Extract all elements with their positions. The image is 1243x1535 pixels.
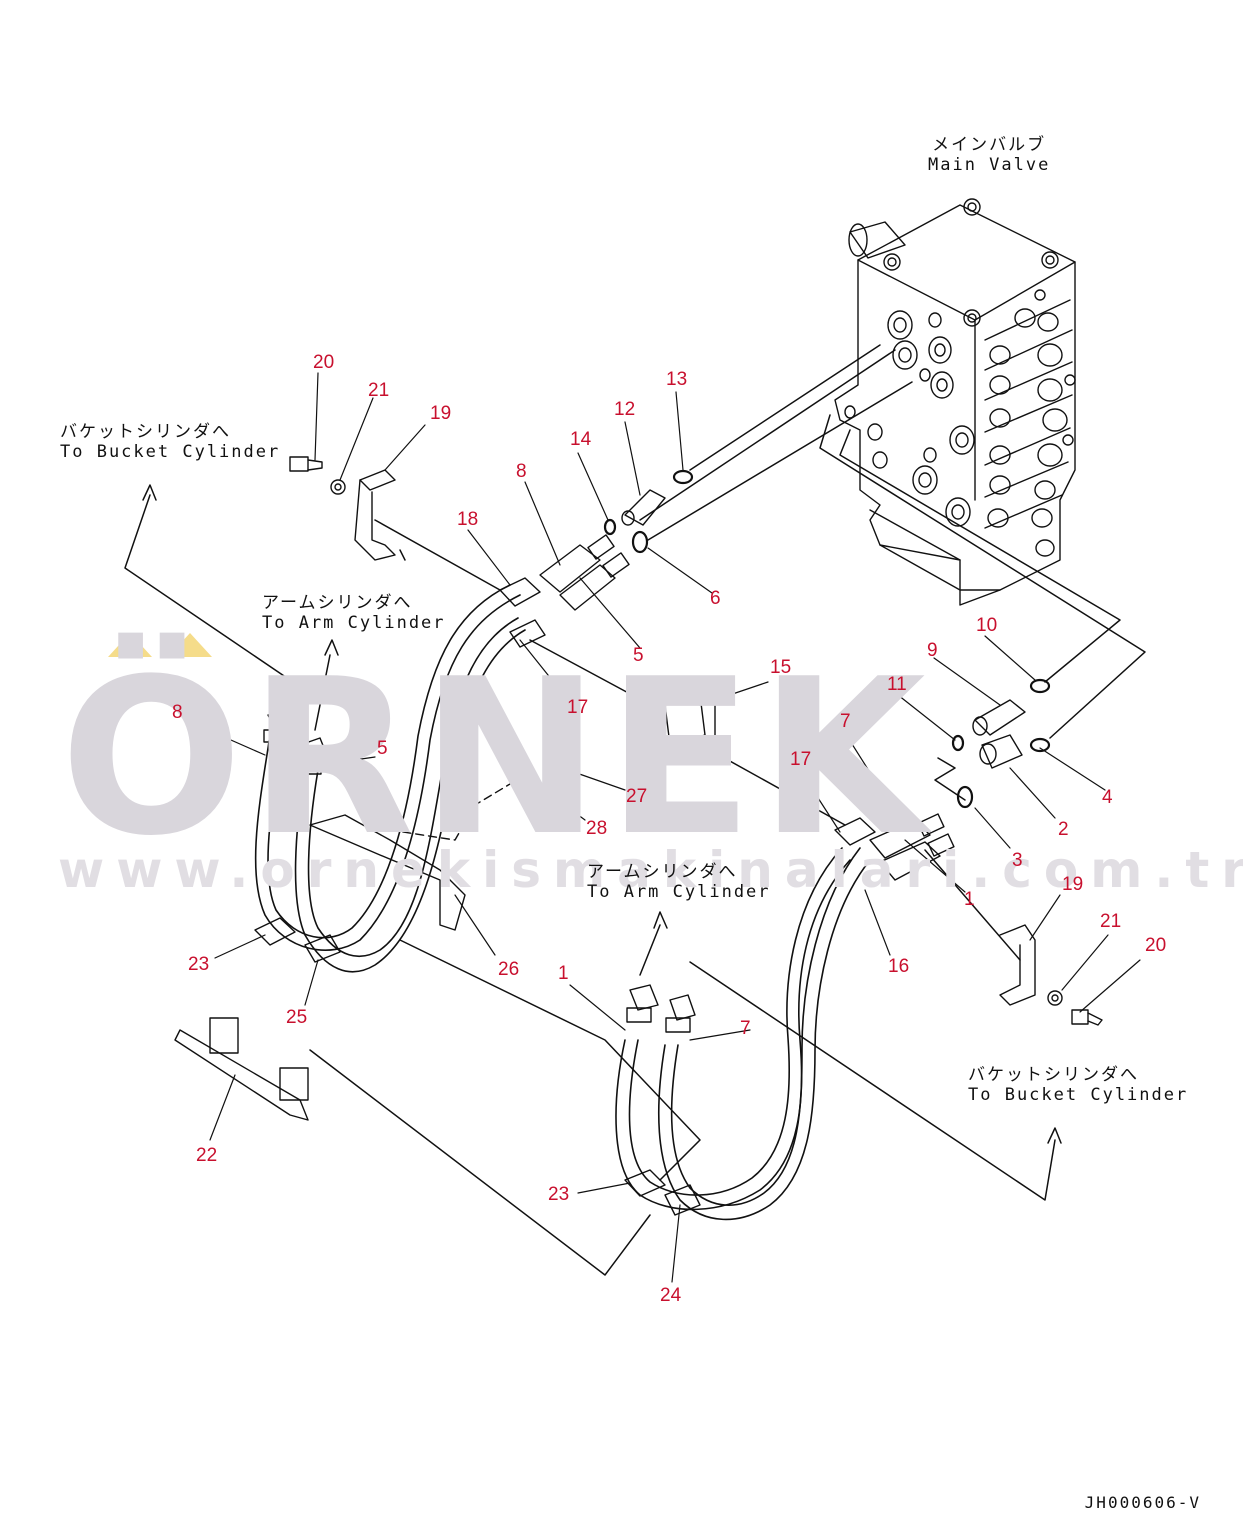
main-valve-illustration xyxy=(834,198,1076,606)
part-callout: 5 xyxy=(633,645,644,666)
label-bucket-right: バケットシリンダへ To Bucket Cylinder xyxy=(968,1065,1188,1106)
part-callout: 15 xyxy=(770,657,792,678)
drawing-code: JH000606-V xyxy=(1084,1493,1201,1512)
part-callout: 4 xyxy=(1102,787,1113,808)
part-callout: 20 xyxy=(1145,935,1167,956)
part-callout: 9 xyxy=(927,640,938,661)
part-callout: 21 xyxy=(1100,911,1122,932)
label-arm-left-en: To Arm Cylinder xyxy=(262,613,446,634)
label-arm-center-en: To Arm Cylinder xyxy=(587,882,771,903)
hose-left-bucket xyxy=(254,584,521,951)
clamps xyxy=(174,469,1036,1216)
part-callout: 8 xyxy=(516,461,527,482)
label-main-valve: メインバルブ Main Valve xyxy=(928,135,1050,176)
part-callout: 1 xyxy=(964,889,975,910)
label-bucket-right-jp: バケットシリンダへ xyxy=(968,1065,1139,1085)
part-callout: 25 xyxy=(286,1007,308,1028)
part-callout: 22 xyxy=(196,1145,218,1166)
label-bucket-right-en: To Bucket Cylinder xyxy=(968,1085,1189,1106)
label-bucket-left-en: To Bucket Cylinder xyxy=(60,442,281,463)
part-callout: 26 xyxy=(498,959,520,980)
part-callout: 20 xyxy=(313,352,335,373)
hose-left-arm xyxy=(294,617,526,973)
part-callout: 13 xyxy=(666,369,688,390)
label-bucket-left-jp: バケットシリンダへ xyxy=(60,422,231,442)
part-callout: 7 xyxy=(840,711,851,732)
part-callout: 8 xyxy=(172,702,183,723)
small-parts xyxy=(289,456,1103,1026)
hose-fittings xyxy=(263,534,955,1033)
part-callout: 18 xyxy=(457,509,479,530)
part-callout: 3 xyxy=(1012,850,1023,871)
hose-center-arm xyxy=(615,847,851,1211)
part-callout: 16 xyxy=(888,956,910,977)
part-callout: 6 xyxy=(710,588,721,609)
part-callout: 7 xyxy=(740,1018,751,1039)
label-arm-center-jp: アームシリンダへ xyxy=(587,862,738,882)
part-callout: 24 xyxy=(660,1285,682,1306)
part-callout: 27 xyxy=(626,786,648,807)
part-callout: 19 xyxy=(430,403,452,424)
label-arm-center: アームシリンダへ To Arm Cylinder xyxy=(587,862,771,903)
label-bucket-left: バケットシリンダへ To Bucket Cylinder xyxy=(60,422,280,463)
part-callout: 2 xyxy=(1058,819,1069,840)
part-callout: 19 xyxy=(1062,874,1084,895)
callout-leaders xyxy=(189,372,1141,1283)
part-callout: 17 xyxy=(567,697,589,718)
part-callout: 5 xyxy=(377,738,388,759)
part-callout: 11 xyxy=(887,674,907,695)
part-callout: 17 xyxy=(790,749,812,770)
direction-arrows xyxy=(142,484,1062,1144)
part-callout: 23 xyxy=(188,954,210,975)
label-arm-left: アームシリンダへ To Arm Cylinder xyxy=(262,593,446,634)
dashed-line xyxy=(389,774,526,841)
part-callout: 12 xyxy=(614,399,636,420)
label-arm-left-jp: アームシリンダへ xyxy=(262,593,413,613)
label-main-valve-en: Main Valve xyxy=(928,155,1051,176)
part-callout: 21 xyxy=(368,380,390,401)
part-callout: 23 xyxy=(548,1184,570,1205)
part-callout: 14 xyxy=(570,429,592,450)
part-callout: 28 xyxy=(586,818,608,839)
hose-center-bucket xyxy=(657,847,871,1221)
assembly-lines xyxy=(124,344,1146,1276)
label-main-valve-jp: メインバルブ xyxy=(932,135,1047,155)
part-callout: 10 xyxy=(976,615,998,636)
part-callout: 1 xyxy=(558,963,569,984)
